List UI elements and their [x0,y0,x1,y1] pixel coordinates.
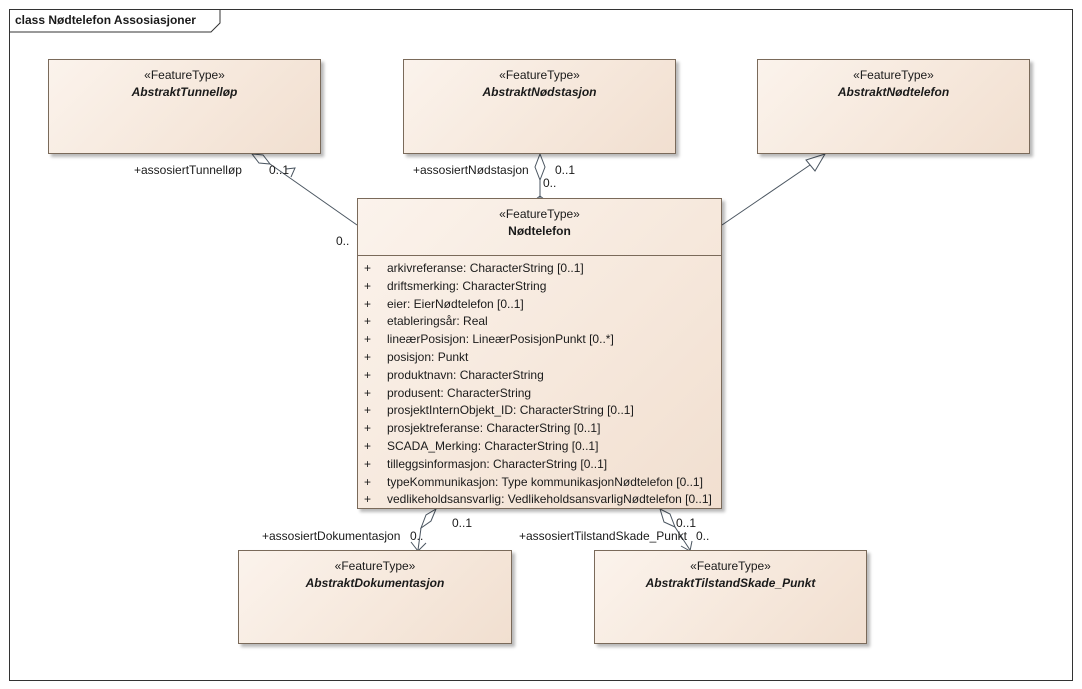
frame-title: class Nødtelefon Assosiasjoner [15,13,196,27]
attribute-text: SCADA_Merking: CharacterString [0..1] [387,438,599,453]
attribute-visibility: + [364,438,372,453]
tunnel-nav-arrow [285,167,296,178]
dok-source-multiplicity: 0..1 [452,516,473,530]
attribute-row: + vedlikeholdsansvarlig: Vedlikeholdsansv… [358,491,721,509]
dok-association-line [417,527,422,551]
attribute-visibility: + [364,492,372,507]
diagram-frame [9,9,1073,681]
tilstand-aggregation-diamond [659,508,676,528]
class-name: AbstraktNødstasjon [482,85,597,99]
attribute-text: posisjon: Punkt [387,349,469,364]
class-nodtelefon[interactable]: «FeatureType» Nødtelefon + arkivreferanse… [357,198,722,509]
stasjon-multiplicity: 0..1 [555,163,576,177]
class-abstrakt-tilstandskade-punkt[interactable]: «FeatureType» AbstraktTilstandSkade_Punk… [594,550,867,644]
class-stereotype: «FeatureType» [144,68,225,82]
tunnel-association-line [269,163,358,226]
attribute-visibility: + [364,314,372,329]
attribute-text: produktnavn: CharacterString [387,367,544,382]
attribute-row: + driftsmerking: CharacterString [358,278,721,296]
tunnel-aggregation-diamond [250,153,272,165]
tunnel-role-label: +assosiertTunnelløp [134,163,242,177]
attribute-row: + produktnavn: CharacterString [358,367,721,385]
attribute-text: vedlikeholdsansvarlig: Vedlikeholdsansva… [387,492,712,507]
attribute-row: + posisjon: Punkt [358,349,721,367]
attribute-text: arkivreferanse: CharacterString [0..1] [387,261,584,275]
stasjon-source-multiplicity: 0.. [543,176,557,190]
frame-tab-outline [9,9,221,33]
attribute-row: + prosjektInternObjekt_ID: CharacterStrin… [358,402,721,420]
attribute-row: + prosjektreferanse: CharacterString [0..… [358,420,721,438]
class-abstrakt-nodstasjon[interactable]: «FeatureType» AbstraktNødstasjon [403,59,676,154]
attribute-text: produsent: CharacterString [387,385,532,400]
class-name: Nødtelefon [508,224,571,238]
attribute-text: driftsmerking: CharacterString [387,278,547,293]
attribute-visibility: + [364,278,372,293]
attribute-list: +arkivreferanse: CharacterString [0..1]+… [358,256,721,509]
attribute-visibility: + [364,385,372,400]
attribute-visibility: + [364,403,372,418]
attribute-visibility: + [364,456,372,471]
tilstand-multiplicity: 0.. [696,529,710,543]
dok-aggregation-diamond [419,507,438,530]
tilstand-source-multiplicity: 0..1 [676,516,697,530]
attribute-visibility: + [364,421,372,436]
class-abstrakt-tunnellop[interactable]: «FeatureType» AbstraktTunnelløp [48,59,321,154]
class-stereotype: «FeatureType» [334,559,416,573]
attribute-row: + SCADA_Merking: CharacterString [0..1] [358,438,721,456]
class-stereotype: «FeatureType» [853,68,934,82]
dok-role-label: +assosiertDokumentasjon [262,529,401,543]
class-name: AbstraktTunnelløp [131,85,238,99]
attribute-text: prosjektreferanse: CharacterString [0..1… [387,421,601,436]
attribute-visibility: + [364,367,372,382]
attribute-text: prosjektInternObjekt_ID: CharacterString… [387,403,634,418]
tunnel-source-multiplicity: 0.. [336,234,350,248]
tunnel-multiplicity: 0..1 [269,163,290,177]
stasjon-aggregation-diamond [534,152,546,182]
attribute-row: + typeKommunikasjon: Type kommunikasjonNø… [358,474,721,492]
stasjon-role-label: +assosiertNødstasjon [413,163,529,177]
generalization-line [721,164,811,226]
class-name: AbstraktDokumentasjon [305,576,445,590]
attribute-visibility: + [364,332,372,347]
attribute-row: + etableringsår: Real [358,313,721,331]
attribute-row: + tilleggsinformasjon: CharacterString [0… [358,456,721,474]
class-name: AbstraktNødtelefon [837,85,950,99]
attribute-text: etableringsår: Real [387,314,488,329]
dok-multiplicity: 0.. [410,529,424,543]
class-stereotype: «FeatureType» [499,68,580,82]
attribute-visibility: + [364,296,372,311]
attribute-text: lineærPosisjon: LineærPosisjonPunkt [0..… [387,332,614,347]
class-abstrakt-nodtelefon[interactable]: «FeatureType» AbstraktNødtelefon [757,59,1030,154]
attribute-text: typeKommunikasjon: Type kommunikasjonNød… [387,474,703,489]
class-abstrakt-dokumentasjon[interactable]: «FeatureType» AbstraktDokumentasjon [238,550,512,644]
attribute-row: + lineærPosisjon: LineærPosisjonPunkt [0.… [358,331,721,349]
attribute-visibility: + [364,474,372,489]
attribute-row: + produsent: CharacterString [358,385,721,403]
attribute-visibility: + [364,349,372,364]
tilstand-association-line [674,526,691,551]
generalization-arrowhead [805,153,827,172]
tilstand-role-label: +assosiertTilstandSkade_Punkt [519,529,687,543]
attribute-text: eier: EierNødtelefon [0..1] [387,296,524,311]
class-stereotype: «FeatureType» [690,559,771,573]
class-header: «FeatureType» Nødtelefon [358,207,721,256]
class-name: AbstraktTilstandSkade_Punkt [645,576,816,590]
class-stereotype: «FeatureType» [499,207,580,221]
attribute-text: tilleggsinformasjon: CharacterString [0.… [387,456,608,471]
attribute-visibility: + [364,261,372,275]
attribute-row: + eier: EierNødtelefon [0..1] [358,296,721,314]
attribute-row: + arkivreferanse: CharacterString [0..1] [358,260,721,278]
